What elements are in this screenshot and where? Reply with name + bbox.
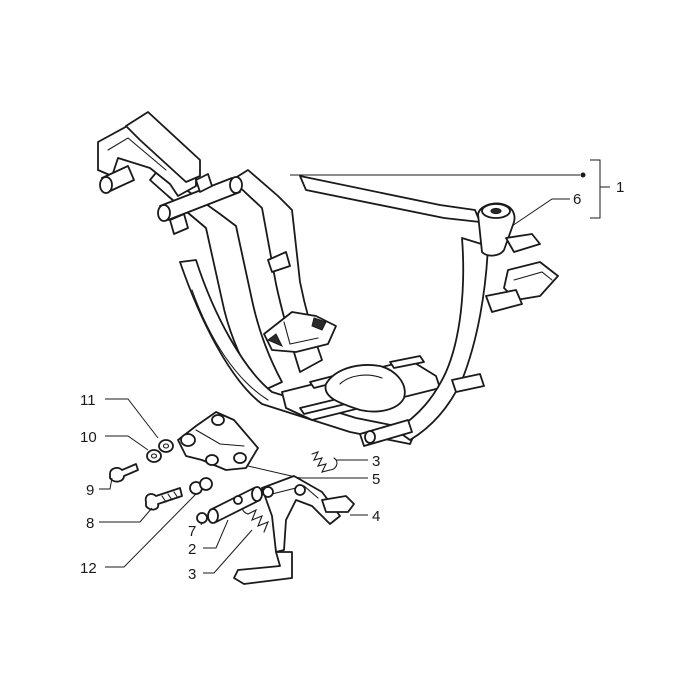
scooter-frame [97, 111, 559, 447]
spring-upper [311, 451, 338, 473]
callout-5: 5 [372, 471, 380, 488]
callout-7: 7 [188, 523, 196, 540]
callout-1: 1 [616, 179, 624, 196]
spring-lower [241, 503, 269, 533]
screw-9 [109, 463, 139, 483]
callout-9: 9 [86, 482, 94, 499]
washer-7 [196, 495, 243, 524]
engine-mount-bracket [177, 411, 259, 471]
callout-3-lower: 3 [188, 566, 196, 583]
washer-11 [158, 439, 174, 453]
callout-8: 8 [86, 515, 94, 532]
callout-3-upper: 3 [372, 453, 380, 470]
centre-stand [233, 475, 355, 585]
callout-4: 4 [372, 508, 380, 525]
callout-12: 12 [80, 560, 97, 577]
washer-12 [189, 477, 213, 495]
callout-6: 6 [573, 191, 581, 208]
callout-2: 2 [188, 541, 196, 558]
leader-lines [99, 159, 610, 574]
spacer-tube [207, 486, 263, 524]
washer-10 [146, 449, 162, 463]
callout-11: 11 [80, 392, 96, 409]
bolt-8 [144, 487, 183, 511]
callout-10: 10 [80, 429, 97, 446]
